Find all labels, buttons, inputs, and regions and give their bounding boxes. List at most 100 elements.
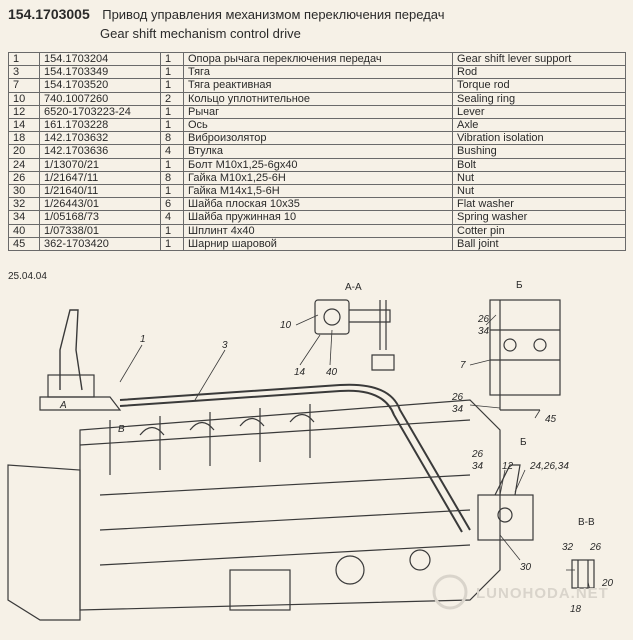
part-name-en: Bushing bbox=[452, 144, 626, 159]
part-code: 142.1703632 bbox=[39, 131, 161, 146]
part-quantity: 1 bbox=[160, 118, 184, 133]
part-name-en: Flat washer bbox=[452, 197, 626, 212]
part-position: 10 bbox=[8, 91, 40, 106]
part-quantity: 6 bbox=[160, 197, 184, 212]
part-code: 1/26443/01 bbox=[39, 197, 161, 212]
section-vv-detail bbox=[571, 559, 595, 589]
part-quantity: 1 bbox=[160, 51, 184, 67]
part-position: 18 bbox=[8, 131, 40, 146]
part-name-en: Ball joint bbox=[452, 236, 626, 252]
engine-outline bbox=[7, 309, 501, 621]
callout-12: 12 bbox=[502, 461, 514, 472]
part-position: 7 bbox=[8, 78, 40, 93]
assembly-number: 154.1703005 bbox=[8, 6, 90, 22]
part-code: 6520-1703223-24 bbox=[39, 104, 161, 120]
callout-34-lower: 34 bbox=[472, 461, 484, 472]
part-name-ru: Тяга bbox=[183, 65, 453, 80]
part-name-ru: Ось bbox=[183, 118, 453, 133]
callout-34-mid: 34 bbox=[452, 404, 464, 415]
part-code: 161.1703228 bbox=[39, 118, 161, 133]
part-quantity: 1 bbox=[160, 223, 184, 238]
part-position: 3 bbox=[8, 65, 40, 80]
callout-26-top: 26 bbox=[477, 314, 490, 325]
callout-20: 20 bbox=[601, 578, 614, 589]
part-position: 12 bbox=[8, 104, 40, 120]
part-code: 1/21640/11 bbox=[39, 184, 161, 199]
part-code: 1/13070/21 bbox=[39, 157, 161, 172]
part-position: 32 bbox=[8, 197, 40, 212]
part-code: 1/21647/11 bbox=[39, 170, 161, 186]
part-position: 30 bbox=[8, 184, 40, 199]
part-position: 45 bbox=[8, 236, 40, 252]
part-name-en: Bolt bbox=[452, 157, 626, 172]
part-code: 154.1703204 bbox=[39, 51, 161, 67]
view-b-label-top: Б bbox=[516, 280, 523, 291]
part-name-en: Axle bbox=[452, 118, 626, 133]
part-name-ru: Опора рычага переключения передач bbox=[183, 51, 453, 67]
mark-a: А bbox=[59, 400, 67, 411]
part-quantity: 1 bbox=[160, 184, 184, 199]
part-code: 154.1703520 bbox=[39, 78, 161, 93]
assembly-title-en: Gear shift mechanism control drive bbox=[100, 26, 301, 41]
part-quantity: 1 bbox=[160, 236, 184, 252]
part-quantity: 1 bbox=[160, 104, 184, 120]
part-quantity: 1 bbox=[160, 157, 184, 172]
part-code: 142.1703636 bbox=[39, 144, 161, 159]
part-name-ru: Шайба пружинная 10 bbox=[183, 210, 453, 225]
part-code: 154.1703349 bbox=[39, 65, 161, 80]
part-name-en: Nut bbox=[452, 170, 626, 186]
part-name-ru: Шарнир шаровой bbox=[183, 236, 453, 252]
lever-detail bbox=[477, 464, 534, 541]
watermark: LUNOHODA.NET bbox=[432, 574, 609, 610]
part-position: 40 bbox=[8, 223, 40, 238]
part-name-en: Nut bbox=[452, 184, 626, 199]
callout-18: 18 bbox=[570, 604, 582, 615]
view-b-label-lower: Б bbox=[520, 437, 527, 448]
part-name-en: Gear shift lever support bbox=[452, 51, 626, 67]
section-aa-detail bbox=[314, 299, 395, 371]
callout-45: 45 bbox=[545, 414, 557, 425]
part-position: 26 bbox=[8, 170, 40, 186]
part-position: 34 bbox=[8, 210, 40, 225]
part-quantity: 2 bbox=[160, 91, 184, 106]
part-name-ru: Виброизолятор bbox=[183, 131, 453, 146]
part-name-en: Vibration isolation bbox=[452, 131, 626, 146]
part-name-ru: Рычаг bbox=[183, 104, 453, 120]
callout-7: 7 bbox=[460, 360, 466, 371]
part-name-en: Torque rod bbox=[452, 78, 626, 93]
part-position: 1 bbox=[8, 51, 40, 67]
part-name-ru: Гайка М14х1,5-6Н bbox=[183, 184, 453, 199]
part-quantity: 4 bbox=[160, 144, 184, 159]
callout-32: 32 bbox=[562, 542, 574, 553]
callout-30: 30 bbox=[520, 562, 532, 573]
mark-v: В bbox=[118, 424, 125, 435]
callout-26-vv: 26 bbox=[589, 542, 602, 553]
leader-lines bbox=[119, 314, 591, 591]
part-name-ru: Гайка М10х1,25-6Н bbox=[183, 170, 453, 186]
part-quantity: 1 bbox=[160, 78, 184, 93]
part-name-en: Lever bbox=[452, 104, 626, 120]
document-header: 154.1703005 Привод управления механизмом… bbox=[8, 6, 628, 41]
part-position: 14 bbox=[8, 118, 40, 133]
assembly-drawing: А-А Б Б В-В А В 1 3 10 14 40 26 34 7 26 … bbox=[7, 280, 614, 621]
part-name-ru: Кольцо уплотнительное bbox=[183, 91, 453, 106]
callout-10: 10 bbox=[280, 320, 292, 331]
watermark-text: LUNOHODA.NET bbox=[476, 585, 609, 602]
part-name-en: Cotter pin bbox=[452, 223, 626, 238]
part-name-ru: Шайба плоская 10х35 bbox=[183, 197, 453, 212]
document-date: 25.04.04 bbox=[8, 271, 47, 282]
section-aa-label: А-А bbox=[345, 282, 362, 293]
